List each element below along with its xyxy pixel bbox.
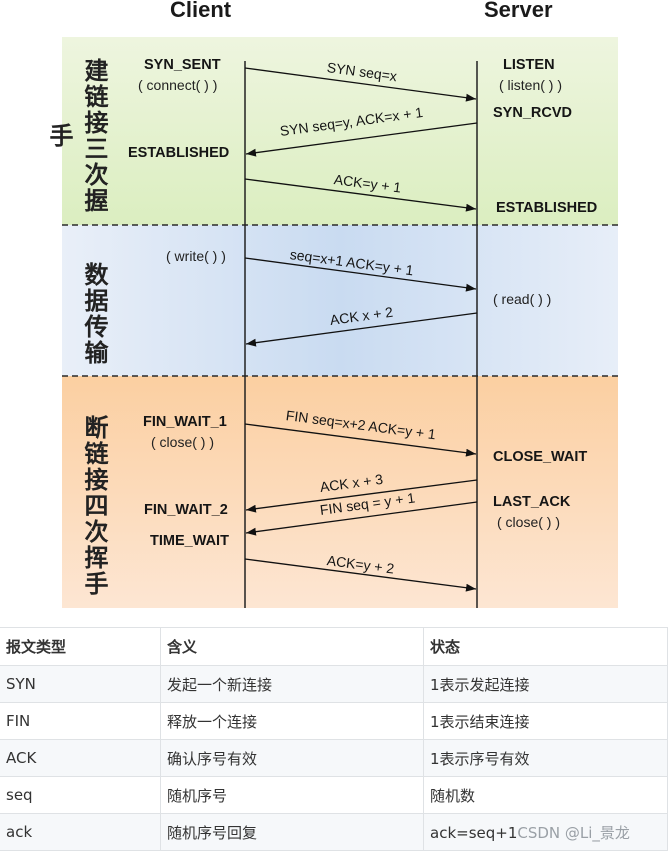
server-state-syn-rcvd: SYN_RCVD	[493, 105, 572, 121]
table-row: SYN 发起一个新连接 1表示发起连接	[0, 665, 668, 703]
table-cell: ACK	[0, 739, 161, 777]
tcp-sequence-diagram: 建链接三次握手 数据传输 断链接四次挥手 SYN_SENT ( connect(…	[45, 37, 618, 608]
table-cell: 随机序号回复	[160, 813, 424, 851]
arrows-layer	[244, 61, 478, 608]
phase-label-teardown: 断链接四次挥手	[80, 415, 108, 597]
table-header-cell: 报文类型	[0, 627, 161, 666]
client-state-fin-wait-2: FIN_WAIT_2	[144, 502, 228, 518]
server-call-close: ( close( ) )	[497, 514, 560, 530]
table-cell: seq	[0, 776, 161, 814]
table-cell: FIN	[0, 702, 161, 740]
table-cell: 随机序号	[160, 776, 424, 814]
server-header: Server	[484, 0, 553, 22]
client-state-time-wait: TIME_WAIT	[150, 533, 229, 549]
message-arrow	[244, 423, 477, 457]
phase-band-handshake	[62, 37, 618, 225]
client-state-fin-wait-1: FIN_WAIT_1	[143, 414, 227, 430]
table-row: FIN 释放一个连接 1表示结束连接	[0, 702, 668, 740]
phase-label-handshake: 建链接三次握手	[45, 58, 108, 214]
message-arrow	[244, 558, 477, 592]
table-cell: 1表示结束连接	[423, 702, 668, 740]
client-call-write: ( write( ) )	[166, 248, 226, 264]
phase-separator	[62, 224, 618, 226]
table-row: ack 随机序号回复 ack=seq+1CSDN @Li_景龙	[0, 813, 668, 851]
phase-band-data-transfer	[62, 225, 618, 376]
table-cell: 1表示发起连接	[423, 665, 668, 703]
client-call-close: ( close( ) )	[151, 434, 214, 450]
table-cell: 发起一个新连接	[160, 665, 424, 703]
phase-separator	[62, 375, 618, 377]
table-cell: 随机数	[423, 776, 668, 814]
table-cell: 释放一个连接	[160, 702, 424, 740]
client-state-established: ESTABLISHED	[128, 145, 230, 161]
server-state-listen: LISTEN	[503, 57, 555, 73]
table-header-cell: 含义	[160, 627, 424, 666]
client-header: Client	[170, 0, 232, 22]
client-call-connect: ( connect( ) )	[138, 77, 218, 93]
message-arrow	[244, 257, 477, 292]
server-state-close-wait: CLOSE_WAIT	[493, 449, 588, 465]
server-state-last-ack: LAST_ACK	[493, 494, 571, 510]
server-state-established: ESTABLISHED	[496, 200, 598, 216]
message-arrow	[245, 479, 478, 513]
watermark: CSDN @Li_景龙	[517, 823, 630, 842]
table-cell: ack=seq+1CSDN @Li_景龙	[423, 813, 668, 851]
table-cell: ack	[0, 813, 161, 851]
message-arrow	[245, 122, 478, 157]
table-cell: SYN	[0, 665, 161, 703]
table-header-row: 报文类型 含义 状态	[0, 627, 668, 666]
table-row: seq 随机序号 随机数	[0, 776, 668, 814]
table-cell: 确认序号有效	[160, 739, 424, 777]
tcp-flags-table: 报文类型 含义 状态 SYN 发起一个新连接 1表示发起连接 FIN 释放一个连…	[0, 627, 668, 851]
table-row: ACK 确认序号有效 1表示序号有效	[0, 739, 668, 777]
server-call-listen: ( listen( ) )	[499, 77, 562, 93]
phase-band-teardown	[62, 376, 618, 608]
message-arrow	[245, 312, 478, 347]
client-state-syn-sent: SYN_SENT	[144, 57, 221, 73]
server-call-read: ( read( ) )	[493, 291, 552, 307]
message-arrow	[245, 501, 478, 536]
table-header-cell: 状态	[423, 627, 668, 666]
table-cell: 1表示序号有效	[423, 739, 668, 777]
table-cell-text: ack=seq+1	[430, 823, 518, 842]
phase-label-data-transfer: 数据传输	[80, 262, 108, 366]
message-arrow	[244, 178, 477, 212]
message-arrow	[244, 67, 477, 102]
